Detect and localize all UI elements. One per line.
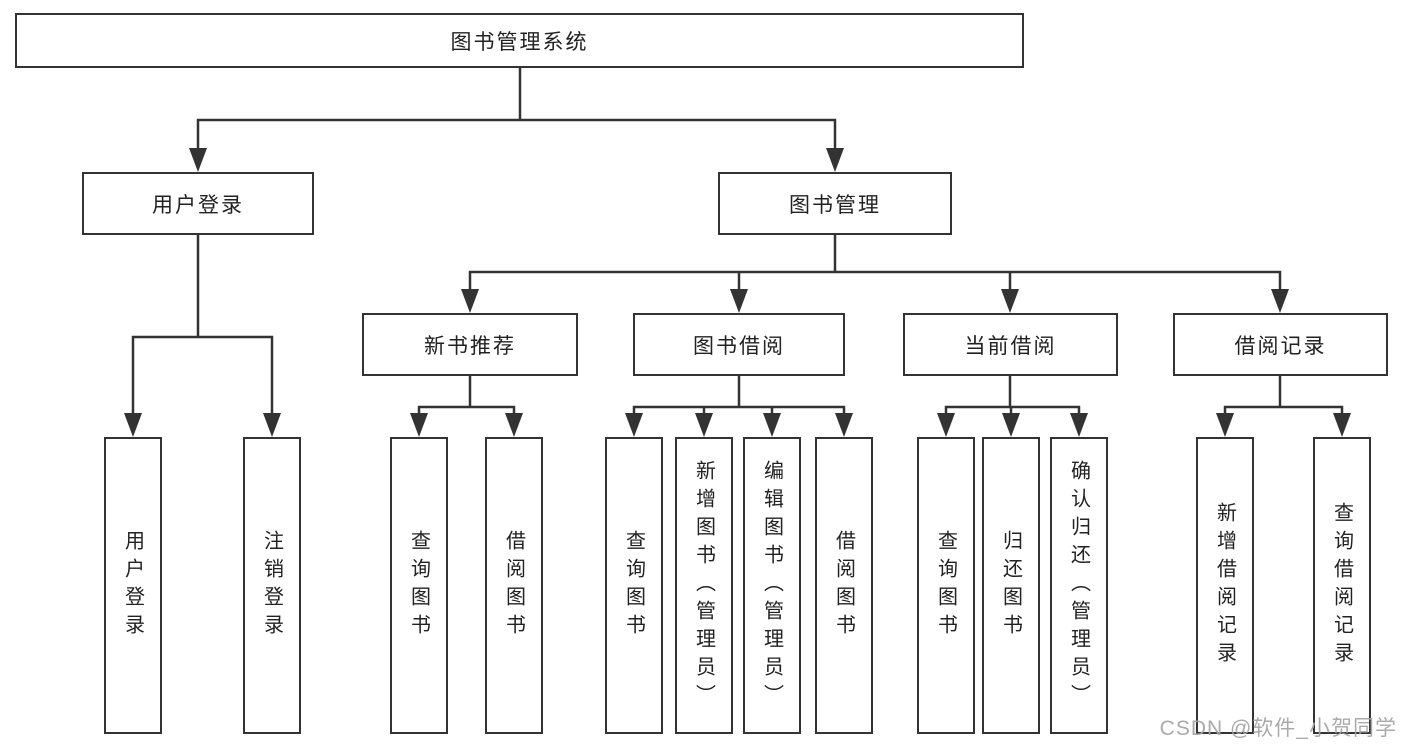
- leaf-borrow-books-recommend: 借阅图书: [485, 437, 543, 734]
- arrow-down-icon: [1001, 289, 1019, 313]
- arrow-down-icon: [1333, 413, 1351, 437]
- leaf-confirm-return-admin: 确认归还（管理员）: [1050, 437, 1108, 734]
- arrow-down-icon: [1271, 289, 1289, 313]
- arrow-down-icon: [410, 413, 428, 437]
- arrow-down-icon: [826, 148, 844, 172]
- arrow-down-icon: [124, 413, 142, 437]
- leaf-query-books-recommend: 查询图书: [390, 437, 448, 734]
- arrowheads: [124, 148, 1351, 437]
- leaf-query-borrow-record: 查询借阅记录: [1313, 437, 1371, 734]
- arrow-down-icon: [1216, 413, 1234, 437]
- leaf-query-books-current: 查询图书: [917, 437, 975, 734]
- connector-new-book-recommend: [417, 374, 516, 419]
- arrow-down-icon: [763, 413, 781, 437]
- node-borrowing-records: 借阅记录: [1173, 313, 1388, 376]
- leaf-add-books-admin: 新增图书（管理员）: [675, 437, 733, 734]
- node-root: 图书管理系统: [15, 13, 1024, 68]
- connector-current-borrowing: [944, 374, 1081, 419]
- connector-user-login: [131, 233, 274, 419]
- connector-borrowing-records: [1223, 374, 1344, 419]
- node-book-borrowing: 图书借阅: [633, 313, 845, 376]
- arrow-down-icon: [461, 289, 479, 313]
- leaf-edit-books-admin: 编辑图书（管理员）: [743, 437, 801, 734]
- connector-root: [196, 66, 837, 154]
- arrow-down-icon: [835, 413, 853, 437]
- arrow-down-icon: [730, 289, 748, 313]
- node-new-book-recommend: 新书推荐: [362, 313, 578, 376]
- leaf-return-books: 归还图书: [982, 437, 1040, 734]
- node-book-management: 图书管理: [718, 172, 952, 235]
- node-current-borrowing: 当前借阅: [903, 313, 1118, 376]
- watermark-text: CSDN @软件_小贺同学: [1159, 717, 1397, 740]
- leaf-logout: 注销登录: [243, 437, 301, 734]
- leaf-user-login: 用户登录: [104, 437, 162, 734]
- arrow-down-icon: [937, 413, 955, 437]
- leaf-query-books-borrowing: 查询图书: [605, 437, 663, 734]
- arrow-down-icon: [625, 413, 643, 437]
- arrow-down-icon: [189, 148, 207, 172]
- arrow-down-icon: [505, 413, 523, 437]
- arrow-down-icon: [1002, 413, 1020, 437]
- node-user-login: 用户登录: [82, 172, 314, 235]
- leaf-borrow-books-borrowing: 借阅图书: [815, 437, 873, 734]
- arrow-down-icon: [263, 413, 281, 437]
- connector-book-borrowing: [632, 374, 846, 419]
- leaf-add-borrow-record: 新增借阅记录: [1196, 437, 1254, 734]
- arrow-down-icon: [1070, 413, 1088, 437]
- connector-book-management: [468, 233, 1282, 295]
- arrow-down-icon: [695, 413, 713, 437]
